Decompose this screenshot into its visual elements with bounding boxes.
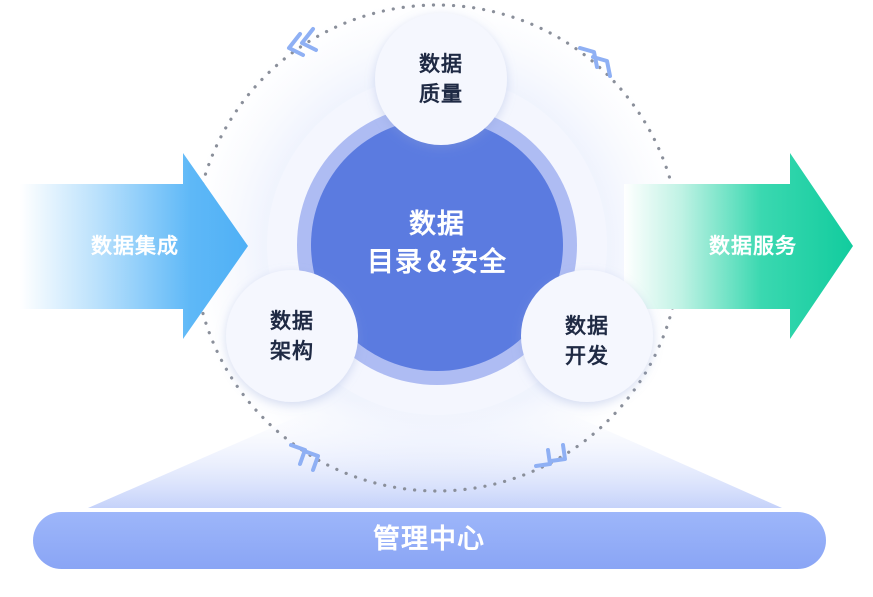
center-label: 数据 目录＆安全 xyxy=(337,206,537,282)
satellite-left-label: 数据 架构 xyxy=(242,306,342,366)
pedestal-shape xyxy=(88,398,782,508)
output-arrow xyxy=(624,153,853,339)
base-label: 管理中心 xyxy=(373,524,485,555)
satellite-top-label: 数据 质量 xyxy=(391,49,491,109)
output-arrow-label: 数据服务 xyxy=(709,234,797,258)
satellite-left-line2: 架构 xyxy=(270,339,314,363)
base-bar xyxy=(33,512,826,569)
satellite-right-line2: 开发 xyxy=(565,344,609,368)
satellite-left-circle xyxy=(226,270,358,402)
center-circle xyxy=(311,119,563,371)
satellite-right-line1: 数据 xyxy=(565,314,609,338)
satellite-top-circle xyxy=(375,13,507,145)
chevron-bottom-right-icon xyxy=(534,443,567,468)
satellite-right-circle xyxy=(521,270,653,402)
chevron-top-left-icon xyxy=(287,27,318,57)
input-arrow-label: 数据集成 xyxy=(91,234,179,258)
center-label-line1: 数据 xyxy=(409,209,465,240)
chevron-bottom-left-icon xyxy=(289,443,320,472)
satellite-left-line1: 数据 xyxy=(270,309,314,333)
chevron-top-right-icon xyxy=(578,46,612,78)
center-label-line2: 目录＆安全 xyxy=(367,247,507,278)
satellite-top-line1: 数据 xyxy=(419,52,463,76)
satellite-right-label: 数据 开发 xyxy=(537,311,637,371)
input-arrow xyxy=(20,153,248,339)
satellite-top-line2: 质量 xyxy=(419,82,463,106)
